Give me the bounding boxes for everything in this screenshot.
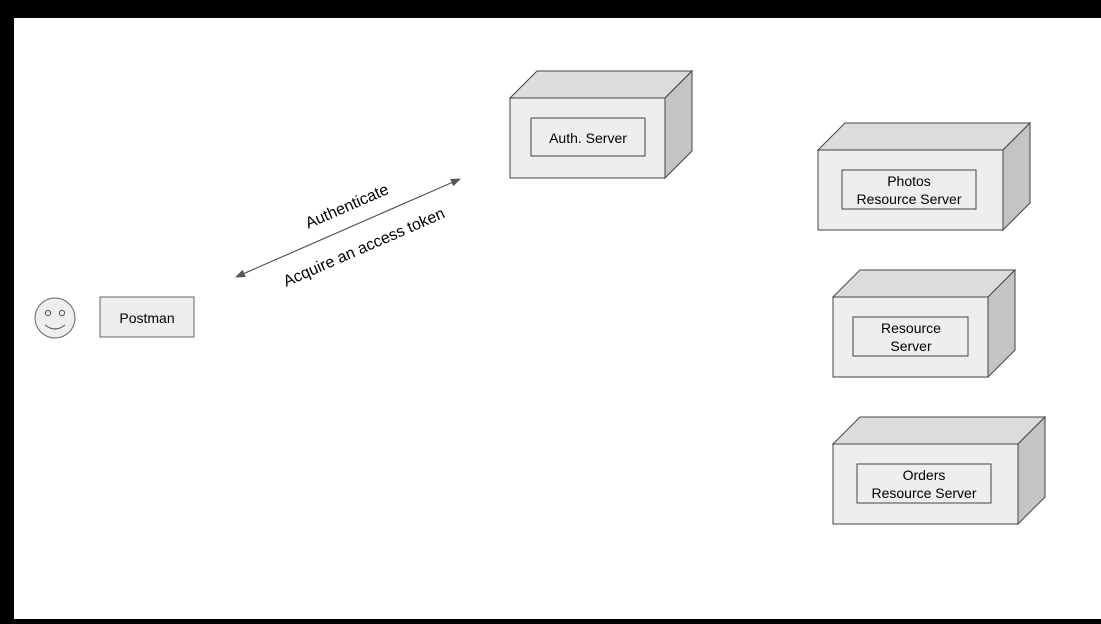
orders-server-label-line1: Orders [903,467,946,483]
postman-client-box: Postman [99,296,195,338]
photos-resource-server-box: Photos Resource Server [816,121,1032,232]
auth-server-inner-box [530,117,646,157]
postman-label: Postman [119,310,174,326]
photos-server-label-line2: Resource Server [856,191,961,207]
resource-server-inner-box [852,316,969,357]
resource-server-label-line2: Server [890,338,932,354]
smiley-face-icon [34,297,76,339]
orders-server-inner-box [856,463,992,504]
resource-server-label-line1: Resource [881,320,941,336]
auth-server-label: Auth. Server [549,130,627,146]
auth-connection-arrow [235,178,461,278]
auth-server-box: Auth. Server [508,69,694,180]
orders-server-label-line2: Resource Server [871,485,976,501]
photos-server-inner-box [841,169,977,210]
photos-server-label-line1: Photos [887,173,931,189]
orders-resource-server-box: Orders Resource Server [831,415,1047,526]
resource-server-box: Resource Server [831,268,1017,379]
